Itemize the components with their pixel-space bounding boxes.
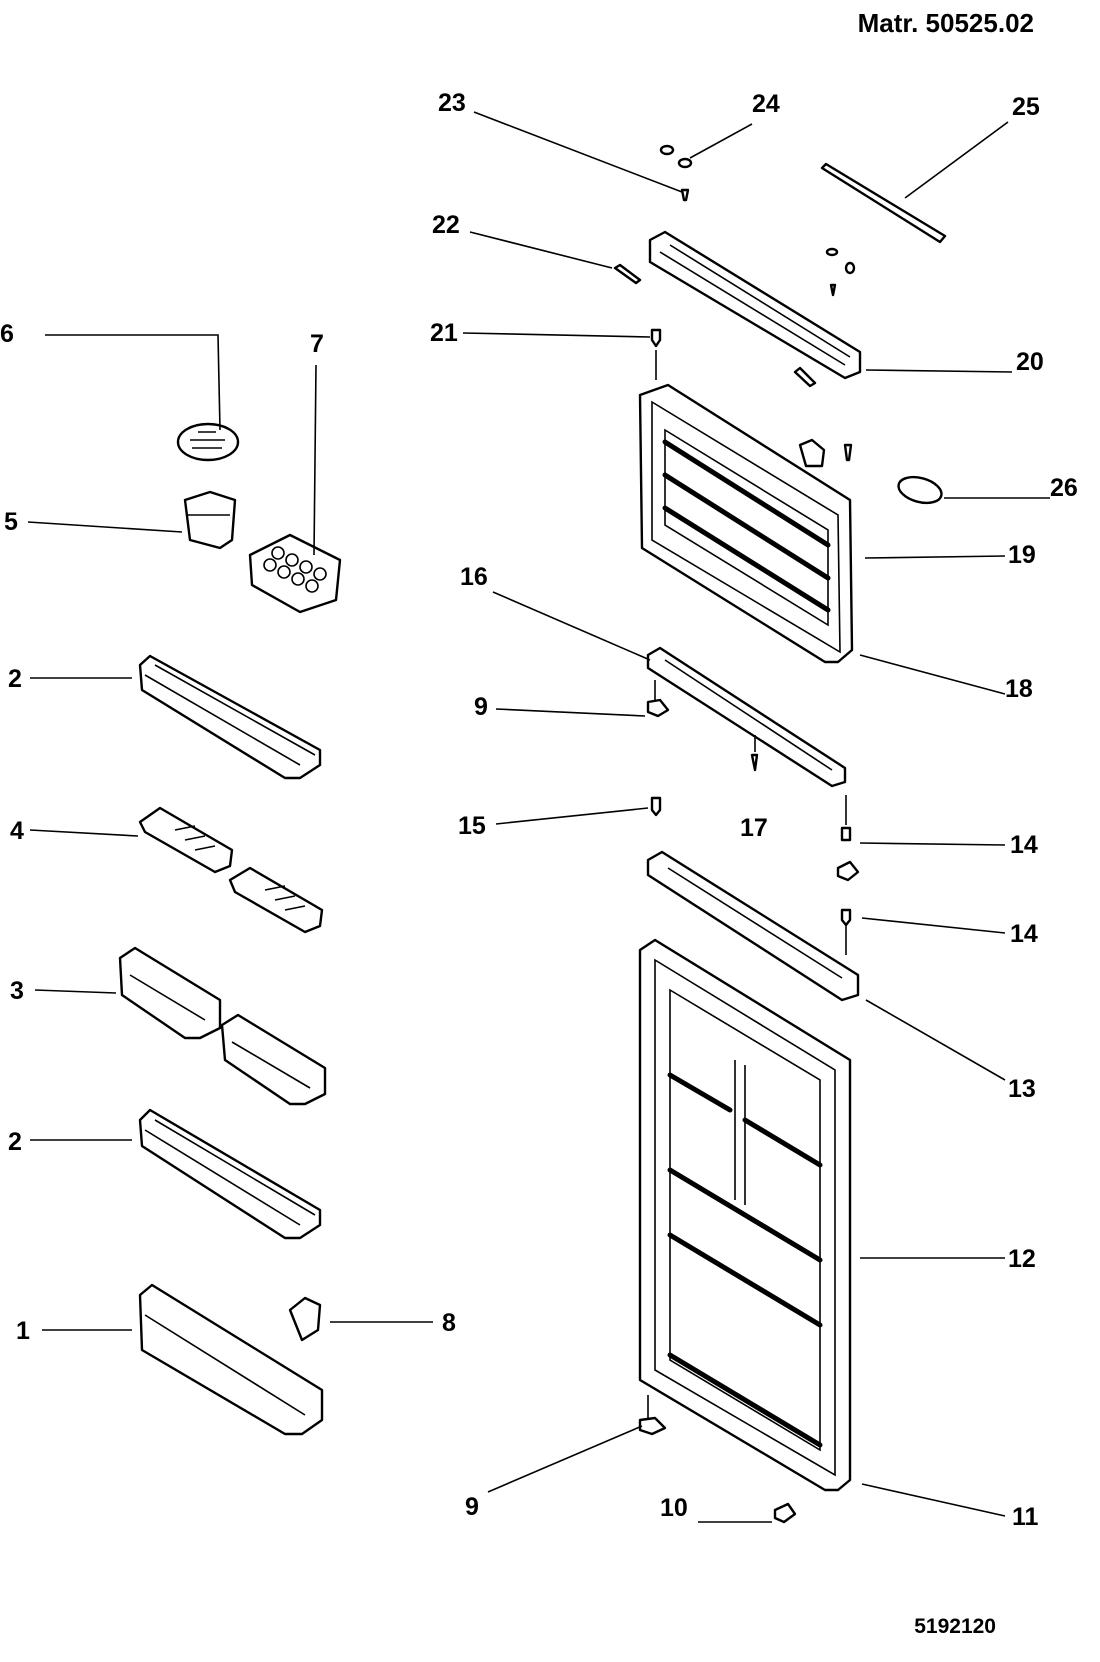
part-9-hinge-lower [638, 1395, 667, 1436]
part-3-deep-bin-b [220, 1013, 327, 1106]
part-2-door-shelf-bottom [138, 1108, 322, 1240]
callout-5: 5 [4, 508, 18, 536]
callout-24: 24 [752, 90, 780, 118]
part-7-egg-tray [248, 533, 342, 614]
callout-26: 26 [1050, 474, 1078, 502]
part-2-door-shelf-top [138, 654, 322, 780]
callout-18: 18 [1005, 675, 1033, 703]
callout-19: 19 [1008, 541, 1036, 569]
callout-15: 15 [458, 812, 486, 840]
part-9-hinge-upper [646, 680, 670, 718]
part-23-screw [680, 188, 690, 202]
part-4-small-tray-b [228, 866, 324, 934]
part-20-top-rail [648, 230, 862, 388]
part-1-large-door-shelf [138, 1283, 324, 1436]
callout-23: 23 [438, 89, 466, 117]
callout-14b: 14 [1010, 920, 1038, 948]
part-10-hinge-pin [773, 1502, 797, 1524]
material-number: Matr. 50525.02 [857, 8, 1034, 38]
part-15-screw [650, 796, 662, 817]
callout-22: 22 [432, 211, 460, 239]
part-14-hinge-bracket [836, 860, 860, 882]
part-17-screw [750, 735, 759, 772]
part-12-refrigerator-door [638, 938, 852, 1492]
part-25-trim-strip [820, 162, 947, 244]
callout-9b: 9 [465, 1493, 479, 1521]
callout-9a: 9 [474, 693, 488, 721]
callout-12: 12 [1008, 1245, 1036, 1273]
callout-2b: 2 [8, 1128, 22, 1156]
part-21-screw [650, 328, 662, 380]
part-24-plugs [659, 144, 693, 169]
part-3-deep-bin-a [118, 946, 222, 1040]
callout-11: 11 [1012, 1503, 1039, 1531]
callout-2a: 2 [8, 665, 22, 693]
part-19-freezer-door [638, 383, 854, 664]
part-5-small-bin [183, 490, 237, 550]
callout-21: 21 [430, 319, 458, 347]
callout-17: 17 [740, 814, 768, 842]
callout-25: 25 [1012, 93, 1040, 121]
part-13-middle-rail-lower [646, 850, 860, 1002]
part-4-small-tray-a [138, 806, 234, 874]
part-16-middle-rail-upper [646, 646, 847, 788]
drawing-number: 5192120 [914, 1615, 996, 1638]
callout-13: 13 [1008, 1075, 1036, 1103]
callout-14a: 14 [1010, 831, 1038, 859]
part-14-screw-b [840, 908, 852, 955]
part-14-screw-a [840, 795, 852, 842]
callout-10: 10 [660, 1494, 688, 1522]
callout-8: 8 [442, 1309, 456, 1337]
part-6-butter-lid [176, 422, 240, 462]
callout-4: 4 [10, 817, 24, 845]
callout-16: 16 [460, 563, 488, 591]
callout-6: 6 [0, 320, 14, 348]
callout-7: 7 [310, 330, 324, 358]
part-22-small-strip [613, 263, 642, 285]
leader-lines [27, 111, 1050, 1523]
part-8-clip [288, 1296, 322, 1342]
callout-3: 3 [10, 977, 24, 1005]
part-26-oval-plug [897, 475, 943, 505]
callout-1: 1 [16, 1317, 30, 1345]
callout-20: 20 [1016, 348, 1044, 376]
callout-labels: 1 2 2 3 4 5 6 7 8 9 9 10 11 12 13 14 14 … [0, 89, 1078, 1531]
